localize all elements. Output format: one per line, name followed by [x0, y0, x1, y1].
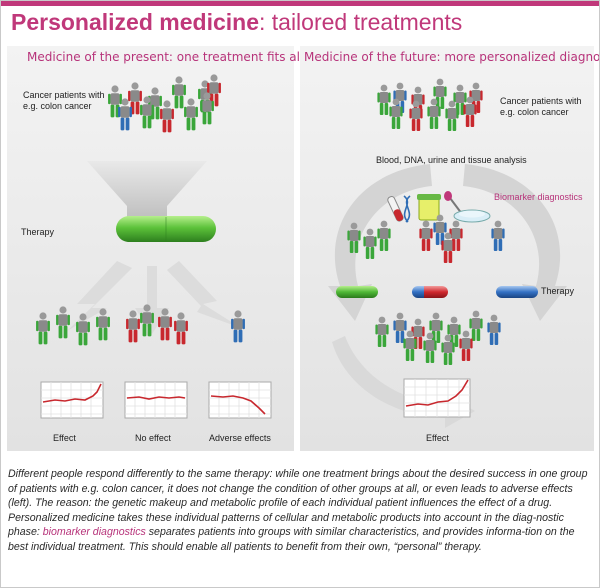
- patient-figure: [96, 308, 110, 341]
- blue-patient-group: [491, 220, 505, 251]
- patient-figure: [469, 310, 483, 341]
- biomarker-label: Biomarker diagnostics: [494, 192, 583, 202]
- cycle-arrow-right: [463, 164, 567, 321]
- patient-crowd: [108, 74, 221, 133]
- patient-figure: [363, 228, 377, 259]
- patient-figure: [36, 312, 50, 345]
- patient-figure: [140, 304, 154, 337]
- treated-patient-crowd: [375, 310, 501, 365]
- dna-icon: [403, 195, 411, 223]
- patient-figure: [441, 232, 455, 263]
- green-patient-group: [347, 220, 391, 259]
- patient-figure: [375, 316, 389, 347]
- outcome-effect-label: Effect: [53, 433, 76, 443]
- patient-figure: [76, 313, 90, 346]
- patient-figure: [231, 310, 245, 343]
- title-bold: Personalized medicine: [11, 9, 259, 35]
- arrow-right: [167, 261, 241, 328]
- red-blue-pill-icon: [412, 286, 448, 298]
- down-arrow: [87, 161, 207, 221]
- effect-group: [36, 306, 110, 346]
- patient-figure: [160, 100, 174, 133]
- patient-figure: [389, 98, 403, 129]
- patient-figure: [445, 100, 459, 131]
- title-rest: : tailored treatments: [258, 9, 463, 35]
- future-medicine-panel: Medicine of the future: more personalize…: [300, 46, 599, 451]
- patient-figure: [128, 82, 142, 115]
- present-therapy-label: Therapy: [21, 227, 55, 237]
- patient-figure: [200, 92, 214, 125]
- pipette-icon: [444, 191, 463, 215]
- patient-crowd: [377, 78, 483, 131]
- patient-figure: [140, 96, 154, 129]
- urine-cup-icon: [417, 194, 441, 221]
- analysis-label: Blood, DNA, urine and tissue analysis: [376, 155, 527, 165]
- patient-figure: [158, 308, 172, 341]
- page-title: Personalized medicine: tailored treatmen…: [11, 9, 462, 36]
- patient-figure: [184, 98, 198, 131]
- patient-figure: [427, 98, 441, 129]
- blue-pill-icon: [496, 286, 538, 298]
- patient-figure: [393, 312, 407, 343]
- top-accent-bar: [1, 1, 599, 6]
- patient-figure: [403, 330, 417, 361]
- patient-figure: [174, 312, 188, 345]
- patient-figure: [491, 220, 505, 251]
- adverse-effect-chart: [208, 381, 272, 419]
- patient-figure: [126, 310, 140, 343]
- patient-figure: [459, 330, 473, 361]
- patient-figure: [463, 96, 477, 127]
- green-pill-icon: [336, 286, 378, 298]
- patient-figure: [56, 306, 70, 339]
- patient-figure: [393, 82, 407, 113]
- caption-text: Different people respond differently to …: [8, 468, 588, 553]
- future-diagram: [328, 78, 567, 428]
- adverse-effect-group: [231, 310, 245, 343]
- patient-figure: [377, 84, 391, 115]
- present-panel-title: Medicine of the present: one treatment f…: [27, 50, 304, 64]
- effect-chart: [40, 381, 104, 419]
- patient-figure: [172, 76, 186, 109]
- cycle-arrow-left: [328, 164, 432, 321]
- outcome-no-effect-label: No effect: [135, 433, 171, 443]
- patient-figure: [347, 222, 361, 253]
- patient-figure: [409, 100, 423, 131]
- petri-dish-icon: [453, 209, 491, 223]
- patient-figure: [441, 334, 455, 365]
- present-diagram: [36, 74, 272, 419]
- present-medicine-panel: Medicine of the present: one treatment f…: [7, 46, 303, 451]
- outcome-adverse-label: Adverse effects: [209, 433, 271, 443]
- no-effect-chart: [124, 381, 188, 419]
- patient-figure: [487, 314, 501, 345]
- arrow-left: [67, 261, 132, 331]
- patient-figure: [433, 78, 447, 109]
- test-tube-icon: [387, 196, 404, 222]
- future-effect-chart: [403, 378, 471, 418]
- caption-highlight: biomarker diagnostics: [42, 526, 146, 539]
- future-therapy-label: Therapy: [541, 286, 575, 296]
- patient-figure: [118, 98, 132, 131]
- patient-figure: [419, 220, 433, 251]
- patient-figure: [377, 220, 391, 251]
- patient-figure: [423, 332, 437, 363]
- no-effect-group: [126, 304, 188, 345]
- red-patient-group: [419, 214, 463, 263]
- future-panel-title: Medicine of the future: more personalize…: [304, 50, 600, 64]
- future-outcome-label: Effect: [426, 433, 449, 443]
- patient-figure: [108, 85, 122, 118]
